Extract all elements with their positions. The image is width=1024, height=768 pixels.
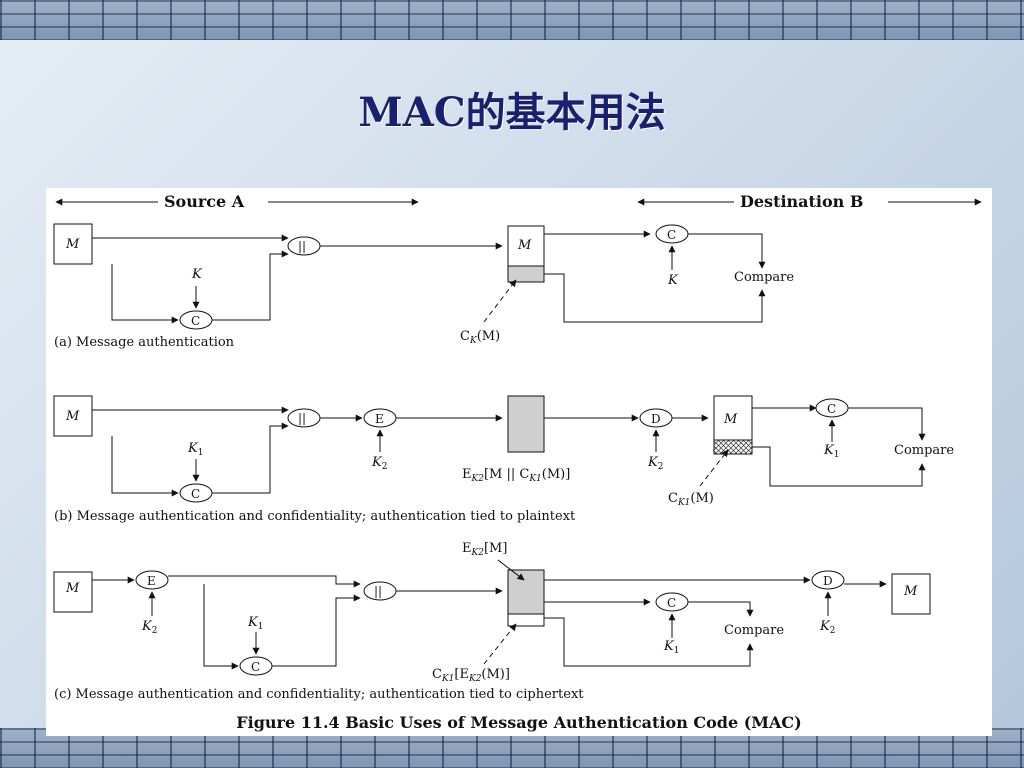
panel-a-m-box (53, 223, 93, 265)
panel-b-compare-label: Compare (894, 443, 954, 458)
panel-b-m-box (53, 395, 93, 437)
panel-c-output-m-box (891, 573, 931, 615)
panel-a-caption: (a) Message authentication (54, 335, 235, 350)
panel-c-caption: (c) Message authentication and confident… (54, 687, 584, 702)
panel-c-c-op-label: C (251, 660, 260, 674)
panel-b-ek-label: EK2[M || CK1(M)] (462, 467, 570, 484)
decorative-top-band (0, 0, 1024, 40)
panel-b-concat-label: || (298, 411, 306, 425)
panel-c-d-op-label: D (823, 574, 833, 588)
mac-figure: Source A Destination B M K C || M C K Co… (46, 188, 992, 736)
panel-c-c-dest-label: C (667, 596, 676, 610)
panel-b-caption: (b) Message authentication and confident… (54, 509, 576, 524)
panel-c-ck-label: CK1[EK2(M)] (432, 667, 510, 684)
panel-c-encrypt-op (135, 570, 169, 590)
panel-a-ck-label: CK(M) (460, 329, 500, 346)
slide-title: MAC的基本用法 (358, 89, 666, 136)
panel-b-k2-label: K2 (371, 455, 387, 472)
panel-b (53, 395, 926, 503)
destination-b-label: Destination B (740, 192, 863, 211)
panel-c-k2-dest-label: K2 (819, 619, 835, 636)
panel-b-ck-label: CK1(M) (668, 491, 714, 508)
panel-c-ek-label: EK2[M] (462, 541, 507, 558)
panel-b-k2-dest-label: K2 (647, 455, 663, 472)
panel-a-m-label: M (65, 237, 80, 252)
panel-c-e-op-label: E (147, 574, 156, 588)
panel-a-c-op-label: C (191, 314, 200, 328)
panel-a-concat-label: || (298, 239, 306, 253)
panel-a-compare-label: Compare (734, 270, 794, 285)
panel-a-received-m-label: M (517, 238, 532, 253)
source-a-label: Source A (164, 192, 245, 211)
panel-b-c-op-label: C (191, 487, 200, 501)
panel-a-k-label: K (191, 267, 203, 282)
panel-a-c-dest-label: C (667, 228, 676, 242)
panel-b-k1-dest-label: K1 (823, 443, 839, 460)
panel-b-k1-label: K1 (187, 441, 203, 458)
figure-caption: Figure 11.4 Basic Uses of Message Authen… (236, 713, 801, 732)
mac-diagram: Source A Destination B M K C || M C K Co… (53, 192, 982, 732)
panel-b-ciphertext-block (507, 395, 545, 453)
panel-c-k1-label: K1 (247, 615, 263, 632)
panel-c-m-label: M (65, 581, 80, 596)
panel-a (53, 223, 766, 330)
panel-b-m-label: M (65, 409, 80, 424)
panel-b-e-op-label: E (375, 412, 384, 426)
panel-c-compare-label: Compare (724, 623, 784, 638)
panel-b-d-op-label: D (651, 412, 661, 426)
panel-c-decrypt-op (811, 570, 845, 590)
panel-a-k-dest-label: K (667, 273, 679, 288)
panel-c-k2-label: K2 (141, 619, 157, 636)
panel-c-output-m-label: M (903, 584, 918, 599)
panel-c-k1-dest-label: K1 (663, 639, 679, 656)
panel-b-decrypted-m-label: M (723, 412, 738, 427)
panel-c (53, 559, 931, 676)
panel-b-c-dest-label: C (827, 402, 836, 416)
panel-c-m-box (53, 571, 93, 613)
panel-c-concat-label: || (374, 584, 382, 598)
